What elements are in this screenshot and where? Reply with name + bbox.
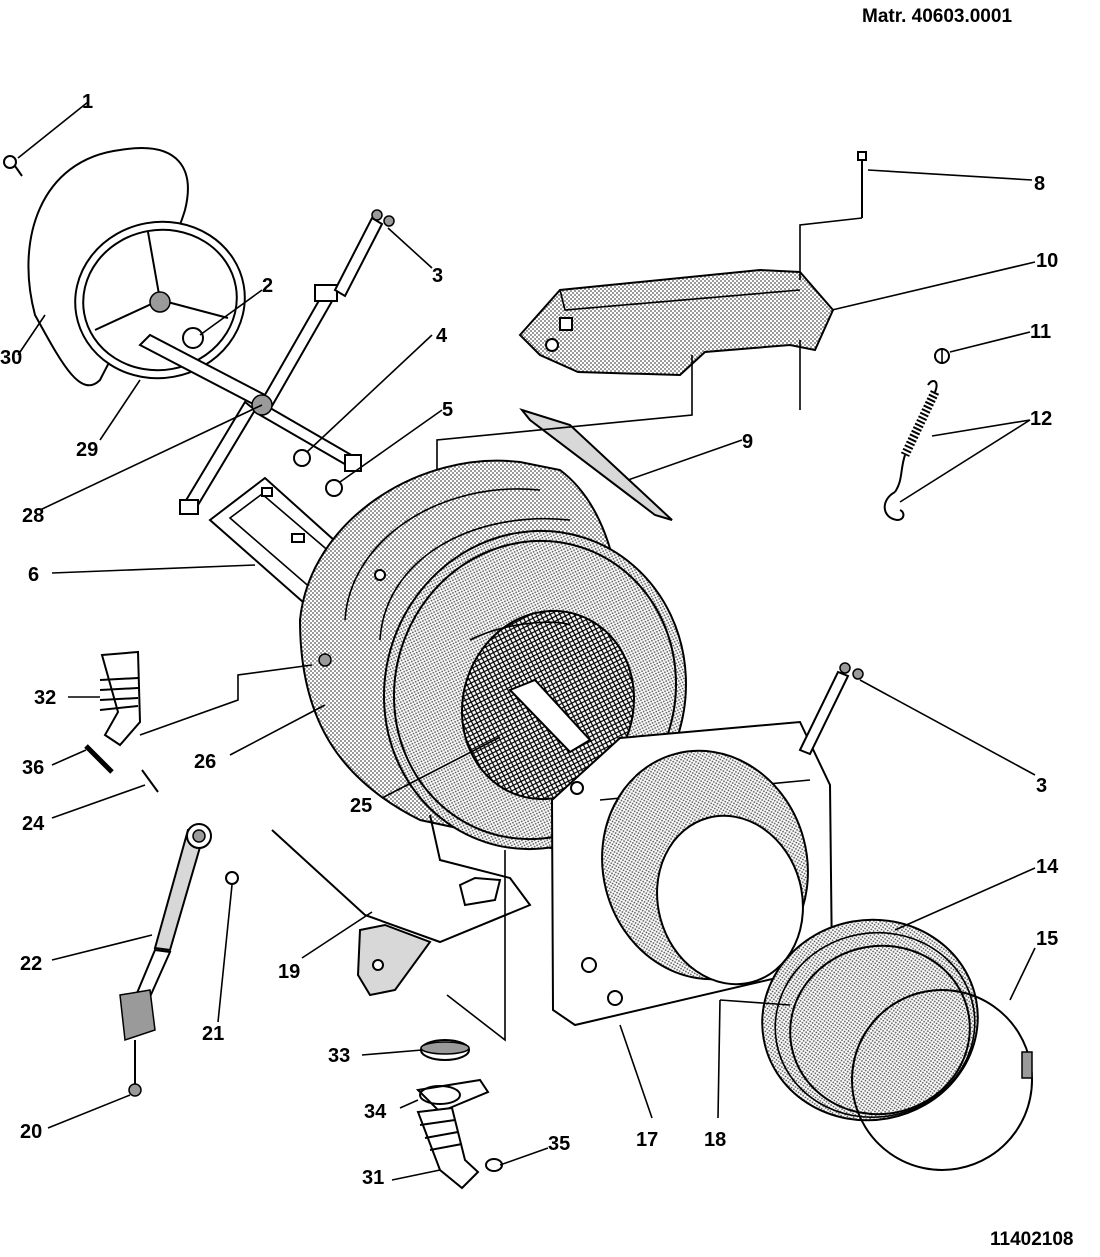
label-19: 19 (278, 961, 300, 983)
part-4-nut (293, 449, 311, 467)
part-20-nut (128, 1083, 142, 1097)
label-8: 8 (1034, 173, 1045, 195)
label-11: 11 (1030, 321, 1051, 343)
part-11-nut (934, 348, 950, 364)
label-9: 9 (742, 431, 753, 453)
label-25: 25 (350, 795, 372, 817)
part-35-ring (485, 1158, 503, 1172)
label-32: 32 (34, 687, 56, 709)
part-3-bolts-right (798, 662, 864, 756)
part-17-front-panel (550, 720, 834, 1027)
label-4: 4 (436, 325, 448, 347)
part-31-drain-hose (416, 1106, 480, 1190)
part-14-door-seal (761, 918, 979, 1122)
label-14: 14 (1036, 856, 1059, 878)
part-9-strip (519, 408, 673, 521)
label-29: 29 (76, 439, 98, 461)
part-8-screw (857, 151, 867, 218)
part-15-clamp-ring (851, 989, 1033, 1171)
label-21: 21 (202, 1023, 224, 1045)
part-5-nut (325, 479, 343, 497)
part-24-pin (141, 769, 159, 793)
part-29-pulley (74, 220, 246, 380)
label-30: 30 (0, 347, 22, 369)
part-number-labels: 1 2 3 4 5 6 8 9 10 11 12 3 14 15 17 18 1… (0, 91, 1059, 1189)
label-1: 1 (82, 91, 93, 113)
part-32-hose (99, 650, 142, 747)
label-35: 35 (548, 1133, 570, 1155)
part-12-spring (883, 380, 940, 522)
label-20: 20 (20, 1121, 42, 1143)
label-26: 26 (194, 751, 216, 773)
label-28: 28 (22, 505, 44, 527)
label-31: 31 (362, 1167, 384, 1189)
label-2: 2 (262, 275, 273, 297)
part-10-counterweight (518, 268, 835, 377)
label-15: 15 (1036, 928, 1058, 950)
label-5: 5 (442, 399, 453, 421)
label-6: 6 (28, 564, 39, 586)
part-36-pin (84, 744, 114, 774)
part-30-drive-belt (27, 147, 189, 387)
part-3-bolts-top (333, 209, 395, 298)
label-18: 18 (704, 1129, 726, 1151)
part-28-drum-spider (138, 284, 362, 515)
label-10: 10 (1036, 250, 1058, 272)
label-12: 12 (1030, 408, 1052, 430)
part-1-bolt (3, 155, 23, 177)
part-34-hose-connector (415, 1078, 490, 1114)
label-34: 34 (364, 1101, 387, 1123)
label-36: 36 (22, 757, 44, 779)
label-3-right: 3 (1036, 775, 1047, 797)
material-number: Matr. 40603.0001 (862, 6, 1013, 27)
part-22-shock-absorber (119, 823, 212, 1085)
document-code: 11402108 (990, 1229, 1074, 1250)
label-22: 22 (20, 953, 42, 975)
label-24: 24 (22, 813, 45, 835)
label-3-top: 3 (432, 265, 443, 287)
part-33-hose-clamp (420, 1039, 470, 1061)
label-33: 33 (328, 1045, 350, 1067)
label-17: 17 (636, 1129, 658, 1151)
part-19-bracket (271, 814, 532, 997)
leader-lines (17, 101, 1036, 1181)
part-21-washer (225, 871, 239, 885)
